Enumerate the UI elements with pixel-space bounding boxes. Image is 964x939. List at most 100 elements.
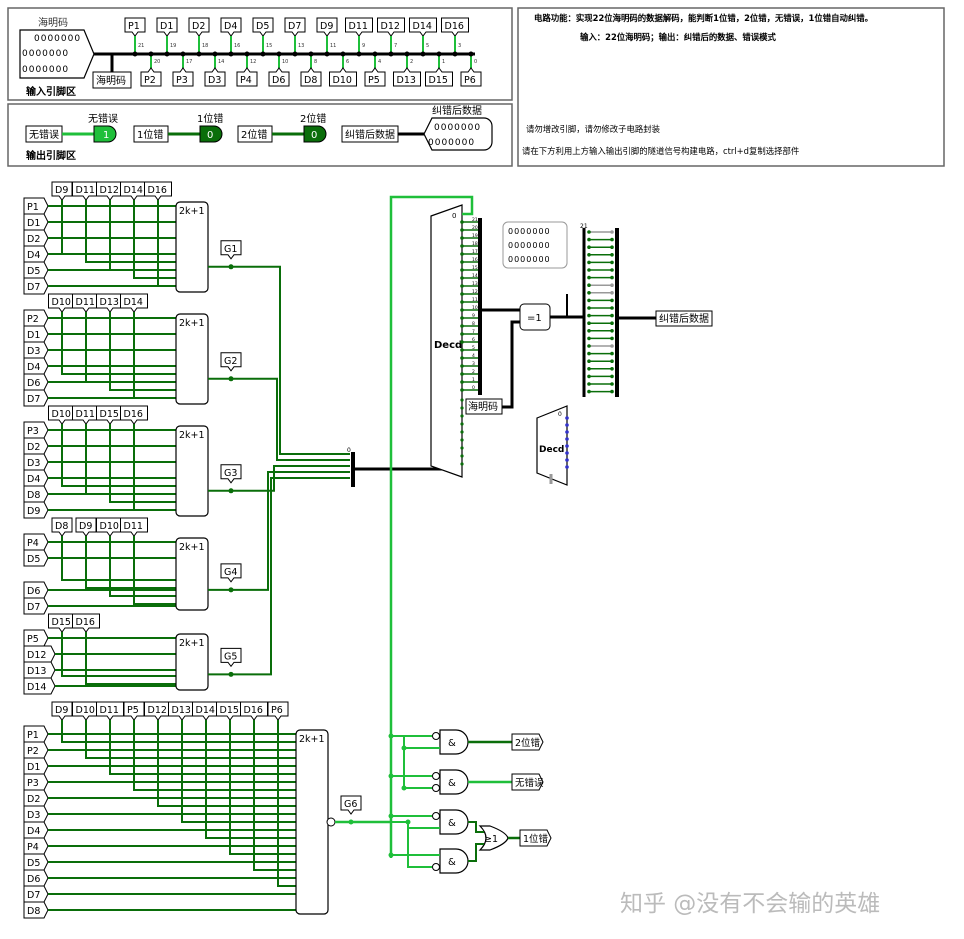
- group-2-input-d1: [23, 325, 49, 343]
- input-bus-index: 2: [410, 59, 413, 65]
- input-bus-index: 21: [138, 43, 144, 49]
- input-bus-index: 1: [442, 59, 445, 65]
- output-splitter-dot: [587, 283, 591, 288]
- and-gate-one-bit-b: [439, 848, 469, 874]
- decoder-2-output-dot: [565, 451, 569, 455]
- group-2-input-d3: [23, 341, 49, 359]
- syndrome-bus: 0: [347, 447, 446, 487]
- group-3-input-d4: [23, 469, 49, 487]
- output-pin-area: 无错误 无错误 1 1位错 1位错 0 2位错 2位错 0 纠错后数据 纠错后数…: [7, 103, 513, 167]
- group-3-top-wire: [133, 424, 176, 511]
- decoder-2-output-dot: [565, 458, 569, 462]
- input-tunnel-bottom-d15-label: D15: [429, 75, 448, 86]
- group-5-collect-wire: [231, 477, 350, 676]
- group-1-input-d5: [23, 261, 49, 279]
- input-bus-index: 20: [154, 59, 160, 65]
- output-splitter-dot: [587, 313, 591, 318]
- group-1-gate-label: 2k+1: [179, 206, 205, 217]
- output-tunnel-no-error: [511, 773, 544, 791]
- decoder-2-output-dot: [565, 437, 569, 441]
- group-5-top-wire: [85, 632, 176, 685]
- enable-junction: [388, 733, 394, 739]
- output-tunnel-two-bit: [511, 733, 544, 751]
- input-pin-bits-1: 0000000: [34, 34, 81, 44]
- output-splitter-dot: [587, 351, 591, 356]
- group-3-input-d9: [23, 501, 49, 519]
- output-splitter-dot: [587, 344, 591, 348]
- group-5-input-p5-label: P5: [27, 634, 39, 645]
- decoder-extra-dot: [460, 414, 464, 418]
- group-1-top-d16-label: D16: [148, 185, 167, 196]
- group-6-gate-label: 2k+1: [299, 734, 325, 745]
- decoder-body[interactable]: [430, 204, 463, 478]
- input-tunnel-bottom-p3-label: P3: [176, 75, 188, 86]
- input-pin-shape[interactable]: [19, 29, 95, 79]
- input-bus-junction: [228, 51, 234, 57]
- input-bus-junction: [404, 51, 410, 57]
- input-bus-index: 6: [346, 59, 349, 65]
- group-3-top-d15-label: D15: [100, 409, 119, 420]
- input-bus-index: 15: [266, 43, 272, 49]
- group-1-input-d7-label: D7: [27, 282, 40, 293]
- group-3-input-d8-label: D8: [27, 490, 40, 501]
- group-6-top-p6: [267, 701, 289, 721]
- input-tunnel-top-d12: [377, 17, 405, 37]
- group-5-input-d14: [23, 677, 56, 695]
- input-tunnel-top-d4: [220, 17, 242, 37]
- group-5-input-p5: [23, 629, 49, 647]
- decoder-extra-dot: [460, 454, 464, 458]
- decoder-output-dot: [460, 332, 464, 336]
- group-2-top-wire: [109, 312, 176, 391]
- notes-border: [517, 7, 945, 167]
- output-splitter-dot-right: [610, 382, 614, 386]
- group-6-top-wire: [229, 720, 296, 855]
- no-error-tunnel-label: 无错误: [29, 128, 59, 141]
- group-6-out-g6: [340, 795, 362, 815]
- group-6-top-wire: [61, 720, 296, 743]
- corrected-output-pin: [423, 117, 493, 151]
- group-6-input-d3: [23, 805, 49, 823]
- group-2-input-d6-label: D6: [27, 378, 40, 389]
- group-2-input-d1-label: D1: [27, 330, 40, 341]
- output-splitter-dot-right: [610, 351, 614, 356]
- input-bus-index: 12: [250, 59, 256, 65]
- group-1-collect-wire: [231, 265, 350, 455]
- corrected-data-tunnel: [655, 310, 713, 327]
- group-1-input-d5-label: D5: [27, 266, 40, 277]
- output-tunnel-one-bit: [519, 829, 552, 847]
- wire-g6-split: [391, 821, 409, 828]
- watermark: 知乎 @没有不会输的英雄: [620, 891, 880, 917]
- decoder-2-output-dot: [565, 416, 569, 420]
- group-2-top-d10-label: D10: [52, 297, 71, 308]
- decoder-output-dot: [460, 284, 464, 288]
- output-tunnel-two-bit-label: 2位错: [515, 737, 541, 749]
- group-4-input-p4-label: P4: [27, 538, 39, 549]
- decoder-extra-dot: [460, 462, 464, 466]
- group-2-top-d13-label: D13: [100, 297, 119, 308]
- one-bit-led: [199, 125, 223, 143]
- output-splitter-dot-right: [610, 283, 614, 288]
- output-splitter-dot: [587, 359, 591, 364]
- group-2-input-d3-label: D3: [27, 346, 40, 357]
- no-error-label: 无错误: [88, 112, 118, 125]
- input-tunnel-top-d14-label: D14: [413, 21, 432, 32]
- wire-and4-to-or: [468, 843, 484, 862]
- decoder-output-dot: [460, 260, 464, 264]
- group-6-input-p3-label: P3: [27, 778, 39, 789]
- group-6-top-wire: [253, 720, 296, 871]
- decoder-2-body[interactable]: [536, 405, 568, 486]
- group-3-top-d10-label: D10: [52, 409, 71, 420]
- group-2-input-p2-label: P2: [27, 314, 39, 325]
- group-1-out-g1-label: G1: [224, 244, 237, 255]
- group-3-top-wire: [109, 424, 176, 503]
- input-bus-junction: [356, 51, 362, 57]
- group-3-gate-label: 2k+1: [179, 430, 205, 441]
- decoder-output-index: 15: [472, 265, 478, 271]
- input-tunnel-top-p1-label: P1: [128, 21, 140, 32]
- group-2-out-g2: [220, 352, 242, 372]
- group-2-top-d11-label: D11: [76, 297, 95, 308]
- decoder-output-dot: [460, 308, 464, 312]
- input-bus-junction: [452, 51, 458, 57]
- one-bit-label: 1位错: [197, 112, 223, 125]
